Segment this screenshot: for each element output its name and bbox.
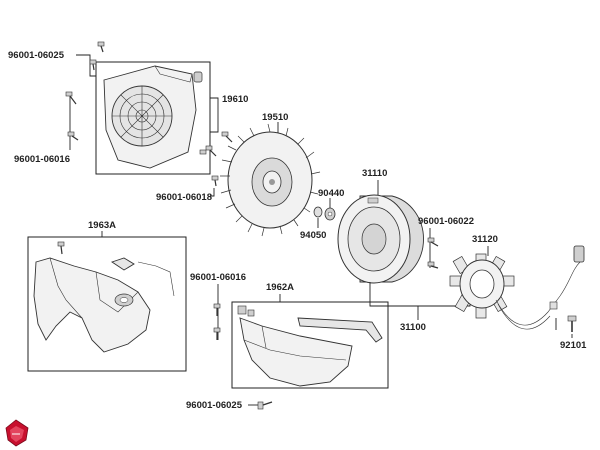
label-washer: 90440: [318, 188, 344, 199]
lower-shroud-box: [231, 301, 389, 389]
left-shroud-part: [33, 257, 151, 353]
label-lower-shroud: 1962A: [266, 282, 294, 293]
label-fan-cover: 19610: [222, 94, 248, 105]
label-bolt-top: 96001-06025: [8, 50, 65, 61]
connector-part: [573, 245, 585, 263]
fan-cover-group: [95, 61, 219, 175]
brand-badge-icon: [5, 419, 29, 447]
fan-part: [220, 123, 321, 237]
fan-cover-leader: [210, 97, 219, 133]
bolt-stator-group: 96001-06022: [418, 216, 474, 269]
label-stator: 31120: [472, 234, 498, 245]
flywheel-group: 31110: [337, 168, 424, 284]
bolt-mid-group: 96001-06016: [190, 272, 246, 340]
flywheel-part: [337, 194, 424, 284]
generator-assy-group: 31100: [369, 282, 471, 333]
stator-group: 31120: [449, 234, 585, 330]
bolt-top-group: 96001-06025: [8, 41, 105, 77]
label-bolt-fan: 96001-06018: [156, 192, 212, 203]
label-generator-assy: 31100: [400, 322, 426, 333]
stator-part: [449, 253, 515, 319]
bolt-right-group: 92101: [560, 315, 587, 351]
washer-nut-group: 90440 94050: [300, 188, 344, 241]
label-bolt-right: 92101: [560, 340, 587, 351]
lower-shroud-group: 1962A: [231, 282, 389, 389]
fan-group: 19510 96001-06018: [156, 112, 321, 237]
bolt-bottom-group: 96001-06025: [186, 400, 273, 411]
label-nut: 94050: [300, 230, 326, 241]
left-shroud-group: 1963A: [27, 220, 187, 372]
label-fan: 19510: [262, 112, 288, 123]
stator-wire: [495, 261, 581, 326]
label-bolt-bottom: 96001-06025: [186, 400, 243, 411]
label-left-shroud: 1963A: [88, 220, 116, 231]
label-bolt-stator: 96001-06022: [418, 216, 474, 227]
lower-shroud-part: [239, 317, 353, 387]
fan-cover-box: [95, 61, 211, 175]
label-flywheel: 31110: [362, 168, 387, 179]
label-bolt-left: 96001-06016: [14, 154, 70, 165]
label-bolt-mid: 96001-06016: [190, 272, 246, 283]
left-shroud-box: [27, 236, 187, 372]
bolt-left-group: 96001-06016: [14, 91, 79, 165]
